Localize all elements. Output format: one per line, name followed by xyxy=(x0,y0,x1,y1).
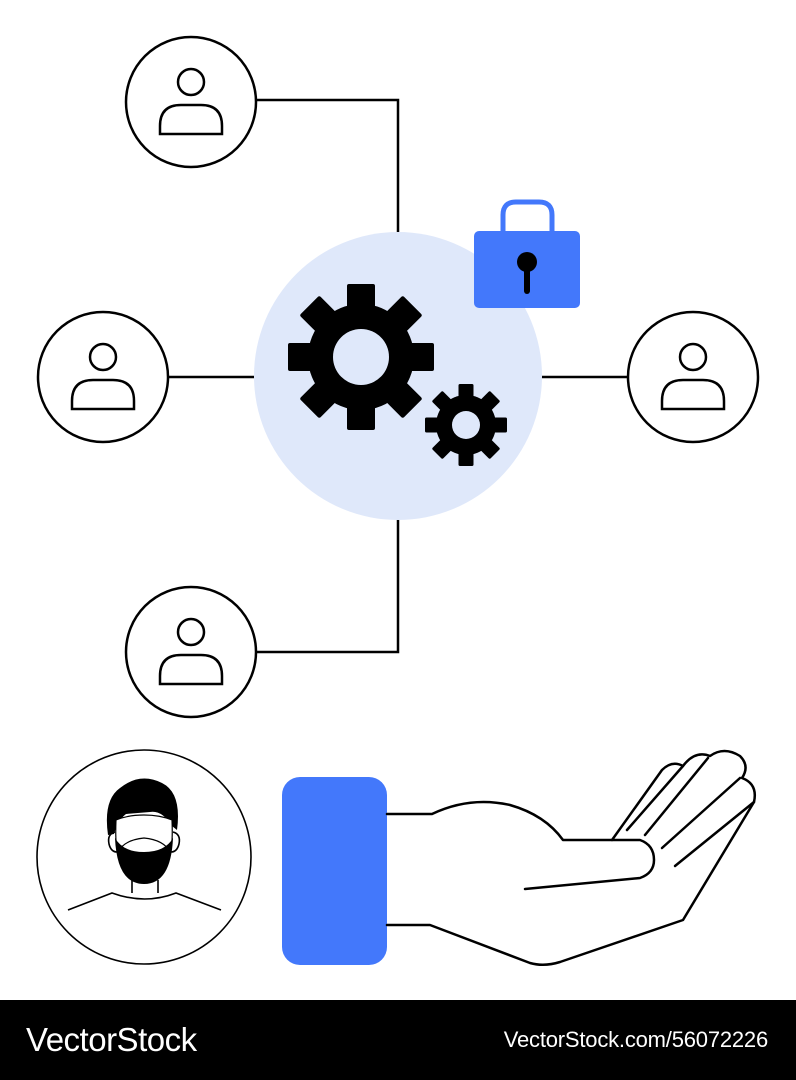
connector-top xyxy=(257,98,400,232)
network-illustration xyxy=(36,35,760,966)
gear-small-icon xyxy=(425,384,507,466)
user-node-top xyxy=(124,35,258,169)
user-node-bottom xyxy=(124,585,258,719)
padlock-icon xyxy=(474,199,580,308)
sleeve-cuff xyxy=(282,777,387,965)
gear-large-icon xyxy=(288,284,434,430)
user-icon xyxy=(158,617,224,686)
user-icon xyxy=(70,342,136,411)
user-node-right xyxy=(626,310,760,444)
user-icon xyxy=(660,342,726,411)
bearded-man-avatar xyxy=(36,749,252,965)
footer-bar: VectorStock VectorStock.com/56072226 xyxy=(0,1000,796,1080)
open-hand-icon xyxy=(385,749,756,966)
connector-bottom xyxy=(257,520,400,654)
brand-logo: VectorStock xyxy=(26,1021,197,1059)
user-node-left xyxy=(36,310,170,444)
brand-name: VectorStock xyxy=(26,1021,197,1058)
padlock-shackle xyxy=(500,199,555,232)
connector-lines xyxy=(168,98,627,654)
image-reference: VectorStock.com/56072226 xyxy=(503,1027,768,1052)
user-icon xyxy=(158,67,224,136)
